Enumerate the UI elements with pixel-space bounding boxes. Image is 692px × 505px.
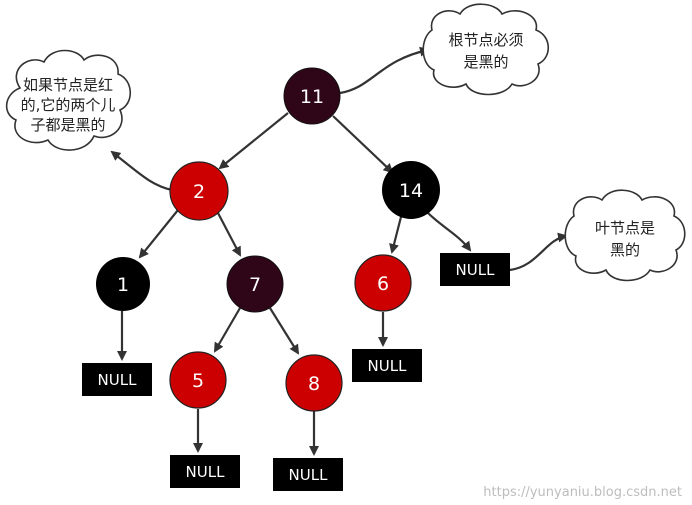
cloud-leaf-rule: 叶节点是 黑的 (564, 189, 686, 282)
edge-11-2 (218, 112, 289, 170)
node-2-circle (169, 161, 229, 221)
cloud-leaf-rule-line-1: 叶节点是 (595, 219, 655, 237)
tree-nodes: 11 2 14 1 7 6 5 8 (96, 67, 440, 412)
null-leaf-14-label: NULL (456, 261, 496, 279)
node-11-circle (283, 67, 341, 125)
cloud-red-rule-line-1: 如果节点是红 (23, 76, 113, 94)
cloud-red-rule: 如果节点是红 的,它的两个儿 子都是黑的 (5, 49, 132, 151)
callout-arrow-root-rule (339, 46, 430, 95)
null-leaf-8-label: NULL (289, 466, 329, 484)
null-leaves: NULL NULL NULL NULL NULL (82, 253, 510, 491)
null-leaf-6-box (352, 349, 422, 382)
cloud-root-rule-shape (422, 3, 550, 96)
cloud-root-rule-line-1: 根节点必须 (448, 31, 523, 49)
null-leaf-6: NULL (352, 349, 422, 382)
node-6-circle (354, 254, 412, 312)
node-2-label: 2 (193, 181, 205, 203)
tree-edges (110, 46, 568, 456)
cloud-root-rule: 根节点必须 是黑的 (422, 3, 550, 96)
null-leaf-8-box (273, 458, 343, 491)
cloud-red-rule-line-3: 子都是黑的 (30, 116, 105, 134)
cloud-leaf-rule-shape (564, 189, 686, 282)
node-1-label: 1 (117, 274, 129, 296)
node-7-label: 7 (249, 274, 261, 296)
null-leaf-14-box (440, 253, 510, 286)
node-7-circle (226, 255, 284, 313)
null-leaf-5-box (170, 455, 240, 488)
null-leaf-5-label: NULL (186, 463, 226, 481)
node-8-label: 8 (308, 373, 320, 395)
null-leaf-8: NULL (273, 458, 343, 491)
node-6-label: 6 (377, 273, 389, 295)
null-leaf-1-label: NULL (98, 371, 138, 389)
node-11-label: 11 (300, 86, 324, 108)
node-14-label: 14 (399, 180, 423, 202)
node-5-circle (169, 351, 227, 409)
node-7: 7 (226, 255, 284, 313)
edge-11-14 (332, 115, 394, 174)
node-8: 8 (285, 354, 343, 412)
node-1: 1 (96, 257, 150, 311)
cloud-leaf-rule-line-2: 黑的 (610, 241, 640, 259)
node-14: 14 (382, 161, 440, 219)
edge-2-7 (217, 212, 241, 257)
edge-7-5 (213, 307, 241, 353)
cloud-red-rule-line-2: 的,它的两个儿 (21, 96, 116, 114)
null-leaf-6-label: NULL (368, 357, 408, 375)
watermark: https://yunyaniu.blog.csdn.net (483, 485, 682, 500)
null-leaf-1: NULL (82, 363, 152, 396)
null-leaf-14: NULL (440, 253, 510, 286)
callout-arrow-red-rule (110, 150, 173, 192)
cloud-root-rule-line-2: 是黑的 (463, 53, 508, 71)
edge-14-null (424, 209, 472, 252)
node-11: 11 (283, 67, 341, 125)
node-14-circle (382, 161, 440, 219)
edge-14-6 (389, 212, 404, 254)
node-8-circle (285, 354, 343, 412)
node-1-circle (96, 257, 150, 311)
cloud-red-rule-shape (5, 49, 132, 151)
node-5-label: 5 (192, 370, 204, 392)
edge-2-1 (138, 209, 179, 259)
edge-7-8 (269, 307, 300, 355)
node-2: 2 (169, 161, 229, 221)
null-leaf-5: NULL (170, 455, 240, 488)
null-leaf-1-box (82, 363, 152, 396)
callout-arrow-leaf-rule (509, 232, 568, 272)
node-5: 5 (169, 351, 227, 409)
node-6: 6 (354, 254, 412, 312)
